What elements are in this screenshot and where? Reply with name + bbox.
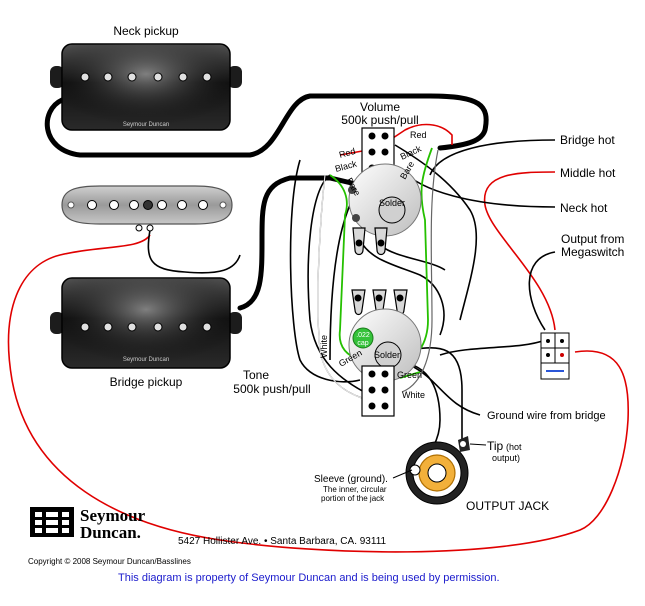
green-wire-tone [399,371,421,379]
bridge-pickup-brand: Seymour Duncan [123,357,169,363]
volume-wire-1 [394,144,478,321]
sleeve-leader [392,469,413,479]
neck-hot-label: Neck hot [560,201,608,215]
logo-text-line1: Seymour [80,506,146,525]
neck-hot-wire [401,169,556,208]
capacitor [352,327,374,349]
middle-pickup [61,185,233,232]
wire-label-green-right: Green [397,370,422,380]
wire-label-red-left: Red [338,146,357,160]
volume-ground-loop [307,174,371,396]
tip-note-line1: (hot [506,442,522,452]
tone-solder-label: Solder [374,350,400,360]
sleeve-label: Sleeve (ground). [314,474,388,485]
center-wire [359,239,445,336]
output-jack [405,436,470,505]
volume-pot: Solder [348,127,422,256]
wire-label-white: White [319,335,329,358]
white-wire-left-inner [317,174,363,399]
neck-pickup: Seymour Duncan [50,43,242,131]
bridge-pickup-label: Bridge pickup [110,375,183,389]
volume-solder-label: Solder [379,198,405,208]
red-wire-volume [389,123,453,145]
tip-leader [469,443,487,446]
output-from-label: Output from [561,232,624,246]
megaswitch-output-wire [528,251,556,331]
tone-pot: Solder .022 cap [348,289,422,417]
copyright: Copyright © 2008 Seymour Duncan/Bassline… [28,557,191,566]
volume-pot-label: 500k push/pull [341,113,418,127]
bridge-pickup-lead [147,229,241,274]
middle-hot-label: Middle hot [560,166,616,180]
capacitor-label: cap [357,340,368,347]
bridge-hot-label: Bridge hot [560,133,615,147]
tip-note-line2: output) [492,453,520,463]
middle-hot-wire [483,171,556,331]
volume-label: Volume [360,100,400,114]
company-address: 5427 Hollister Ave. • Santa Barbara, CA.… [178,536,387,547]
wire-label-red: Red [410,130,427,140]
ground-wire-label: Ground wire from bridge [487,410,606,422]
volume-wire-3 [289,159,361,383]
wire-label-white-tone: White [402,390,425,400]
capacitor-value: .022 [356,332,370,339]
tone-label: Tone [243,368,269,382]
center-wire-2 [379,244,446,271]
sleeve-note-line2: portion of the jack [321,494,385,503]
white-wire-right [401,149,439,393]
output-from-label-2: Megaswitch [561,245,624,259]
neck-pickup-cable [44,93,489,158]
sleeve-note-line1: The inner, circular [323,485,387,494]
seymour-duncan-logo [30,507,74,537]
permission-note: This diagram is property of Seymour Dunc… [118,572,500,584]
megaswitch-terminal [540,332,570,380]
bridge-pickup-cable [237,175,363,311]
tip-label: Tip [487,439,504,453]
megaswitch-ground-wire [439,334,556,356]
ground-wire-bridge [409,364,481,416]
wire-label-black: Black [399,143,424,162]
bridge-pickup: Seymour Duncan [50,277,242,369]
neck-pickup-brand: Seymour Duncan [123,122,169,128]
output-wire-red [7,234,630,553]
wire-label-black-left: Black [334,158,358,173]
tone-pot-label: 500k push/pull [233,382,310,396]
tone-lug-left [351,289,366,316]
green-wire-volume-left [329,174,361,361]
neck-pickup-label: Neck pickup [113,24,179,38]
output-jack-label: OUTPUT JACK [466,499,549,513]
logo-text-line2: Duncan. [80,523,141,542]
